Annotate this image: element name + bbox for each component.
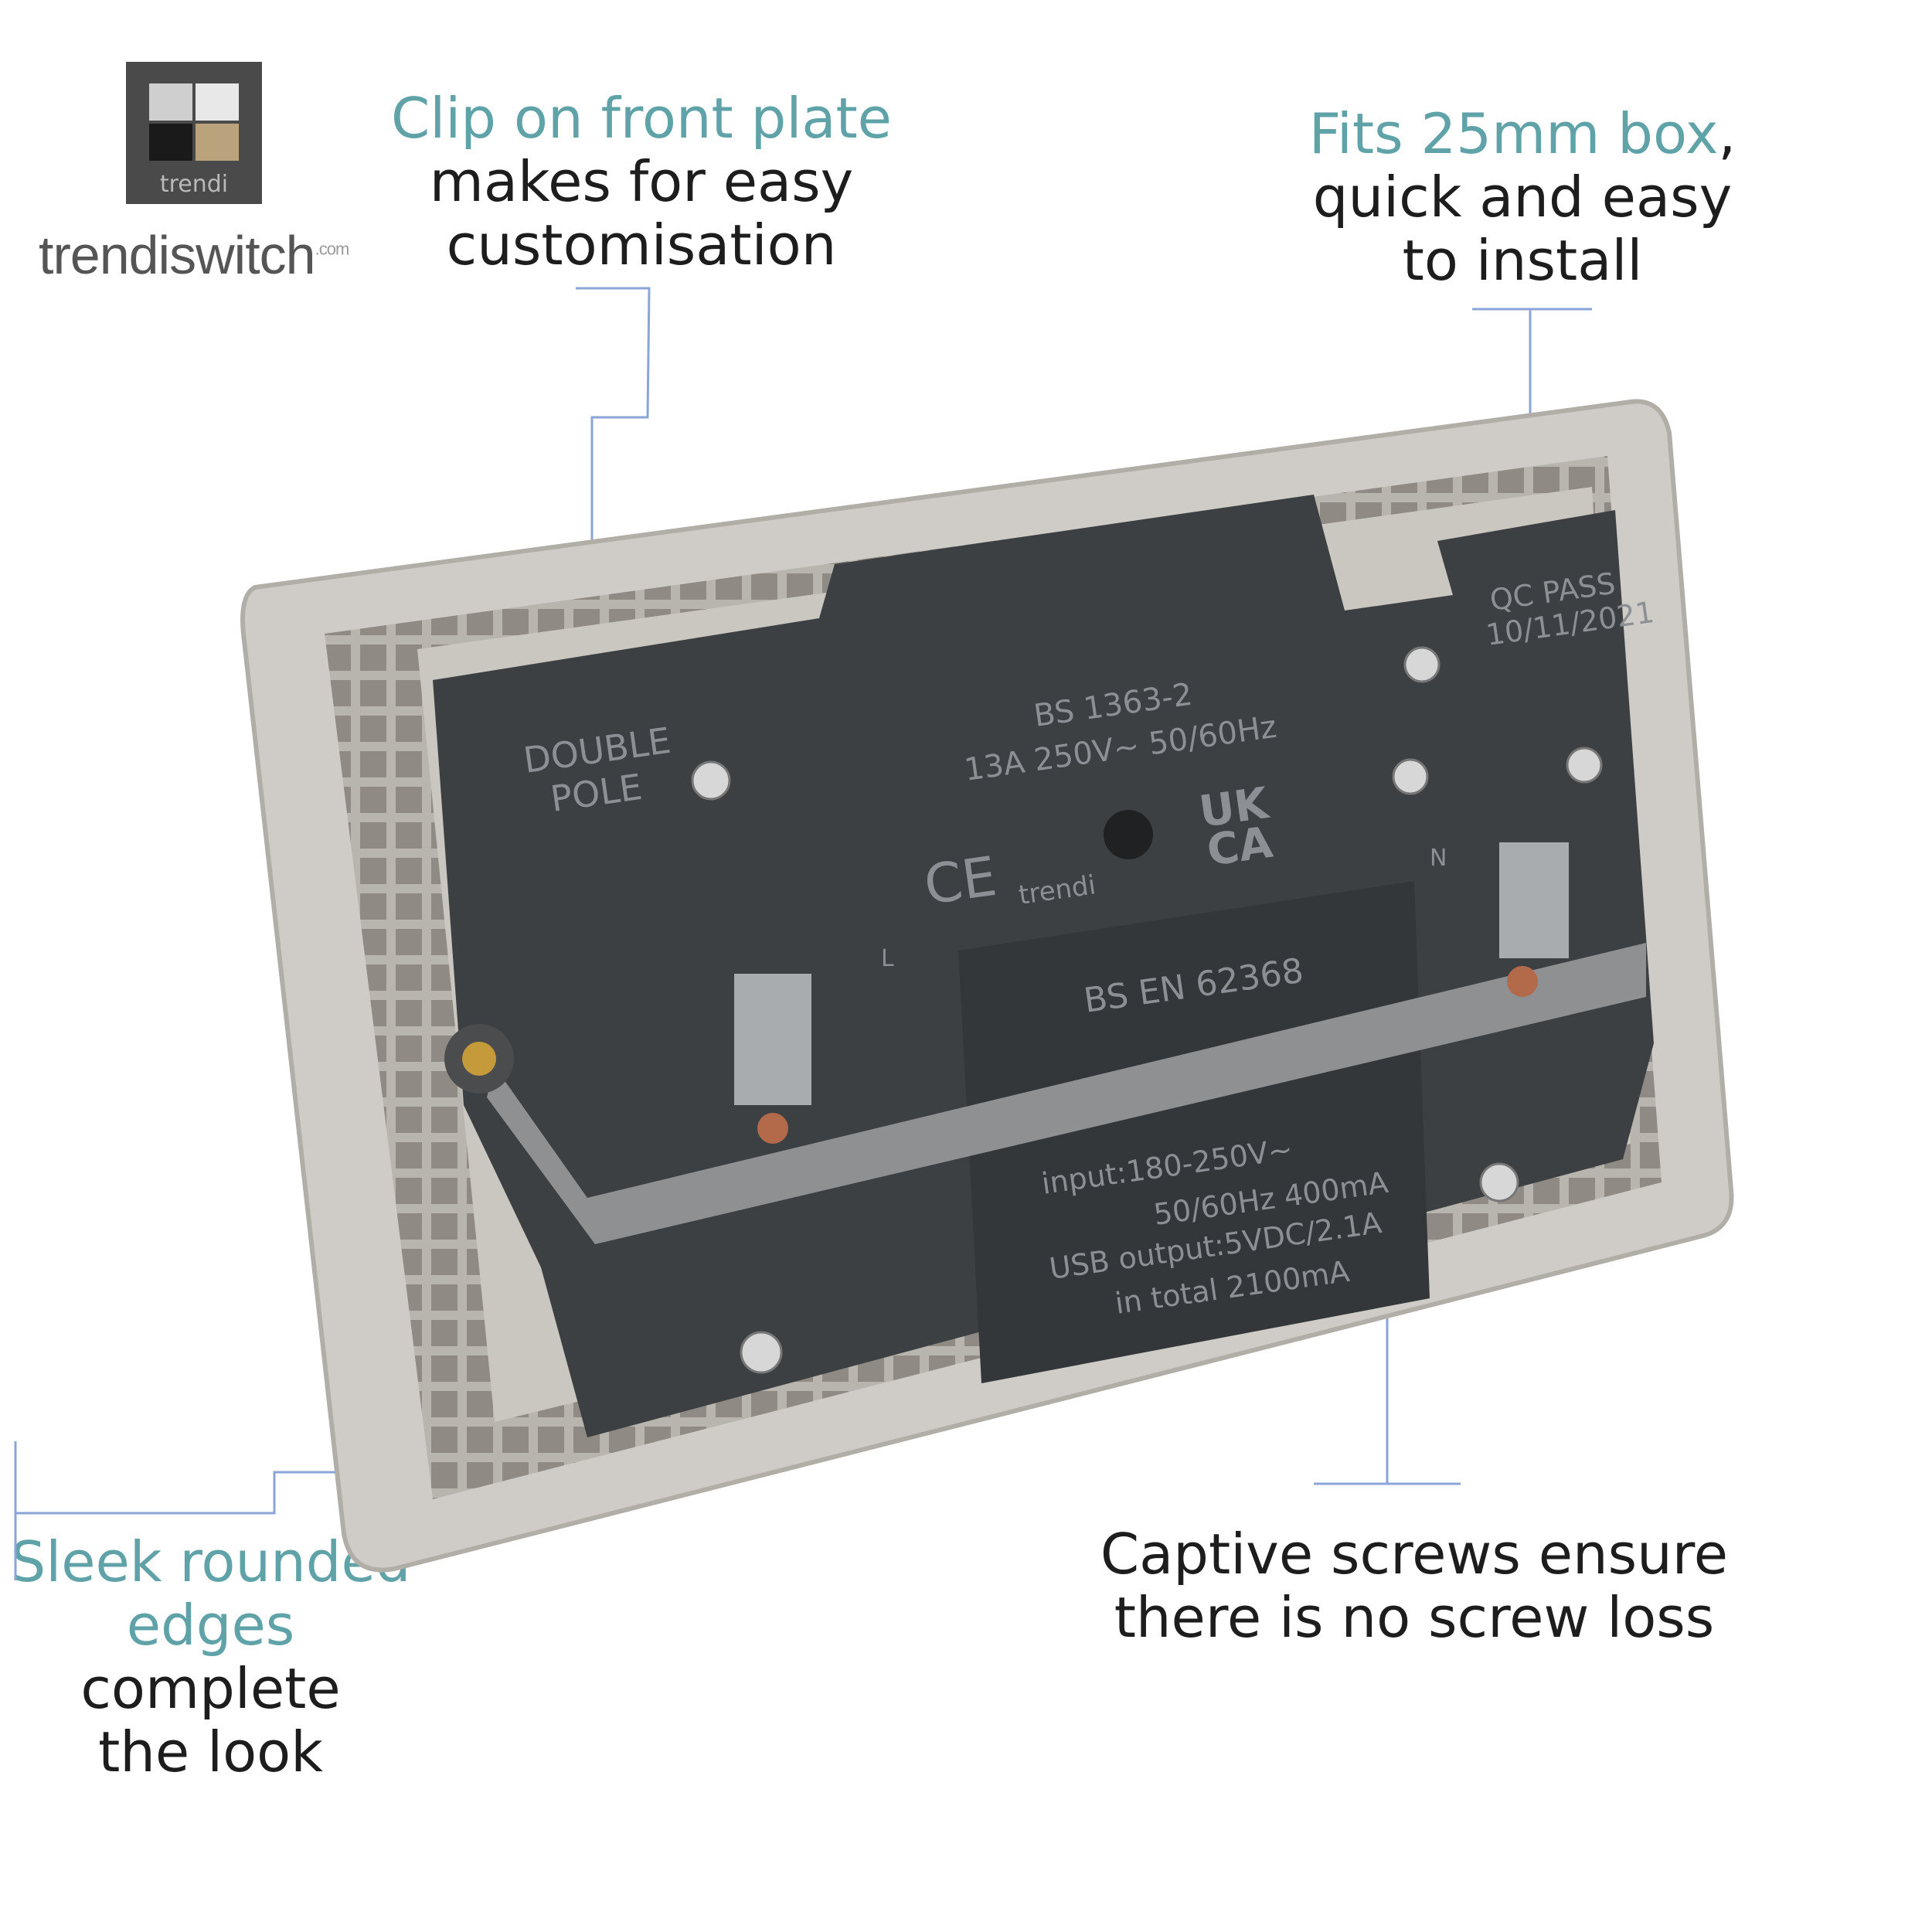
brand-wordmark: trendiswitch.com	[39, 224, 349, 286]
usb-module	[958, 881, 1430, 1383]
clamp-1	[734, 974, 811, 1105]
callout-front-plate-highlight: Clip on front plate	[391, 86, 892, 151]
centre-hole	[1104, 810, 1153, 859]
brand-wordmark-text: trendiswitch	[39, 225, 316, 285]
callout-front-plate-line3: customisation	[446, 213, 837, 277]
callout-edges-line3: the look	[98, 1719, 323, 1784]
label-ukca-2: CA	[1204, 818, 1276, 876]
label-terminal-l: L	[881, 945, 894, 972]
callout-edges-line2: edges complete	[0, 1594, 421, 1720]
callout-box-line1: Fits 25mm box,	[1236, 102, 1808, 165]
logo-tile-white	[196, 83, 239, 121]
fixing-hole-brass	[462, 1042, 496, 1076]
screw-2	[1403, 646, 1440, 683]
rivets	[757, 966, 1538, 1144]
clamp-2	[1499, 842, 1569, 958]
callout-box-highlight: Fits 25mm box	[1308, 101, 1719, 166]
screw-3	[1566, 747, 1603, 784]
callout-edges-line2-rest: complete	[80, 1656, 341, 1721]
callout-box-line3: to install	[1402, 228, 1643, 293]
logo-text: trendi	[159, 171, 229, 198]
screw-6	[1392, 758, 1429, 795]
terminal-clamps	[734, 842, 1569, 1105]
callout-front-plate-line2: makes for easy	[429, 149, 854, 214]
screws	[691, 646, 1603, 1374]
callout-box-comma: ,	[1718, 101, 1736, 166]
rivet-1	[757, 1113, 788, 1144]
callout-screws: Captive screws ensure there is no screw …	[1066, 1522, 1762, 1649]
label-ce: CE	[920, 845, 1001, 917]
callout-edges-highlight2: edges	[126, 1593, 295, 1658]
logo-tile-black	[149, 124, 192, 161]
callout-box: Fits 25mm box, quick and easy to install	[1236, 102, 1808, 292]
screw-5	[740, 1331, 783, 1374]
label-ukca-1: UK	[1196, 778, 1274, 838]
leader-front-plate	[576, 287, 651, 556]
logo-tile-gold	[196, 124, 239, 161]
label-terminal-n: N	[1430, 845, 1447, 872]
trendi-logo: trendi	[126, 62, 262, 204]
callout-screws-line2: there is no screw loss	[1114, 1585, 1715, 1650]
callout-box-line2: quick and easy	[1312, 165, 1733, 230]
rivet-2	[1507, 966, 1538, 997]
earth-strap	[487, 943, 1646, 1244]
callout-front-plate: Clip on front plate makes for easy custo…	[371, 87, 912, 277]
logo-tile-silver	[149, 83, 192, 121]
callout-screws-line1: Captive screws ensure	[1100, 1522, 1729, 1587]
screw-4	[1479, 1162, 1519, 1202]
brand-wordmark-suffix: .com	[315, 239, 350, 259]
screw-1	[691, 760, 731, 801]
